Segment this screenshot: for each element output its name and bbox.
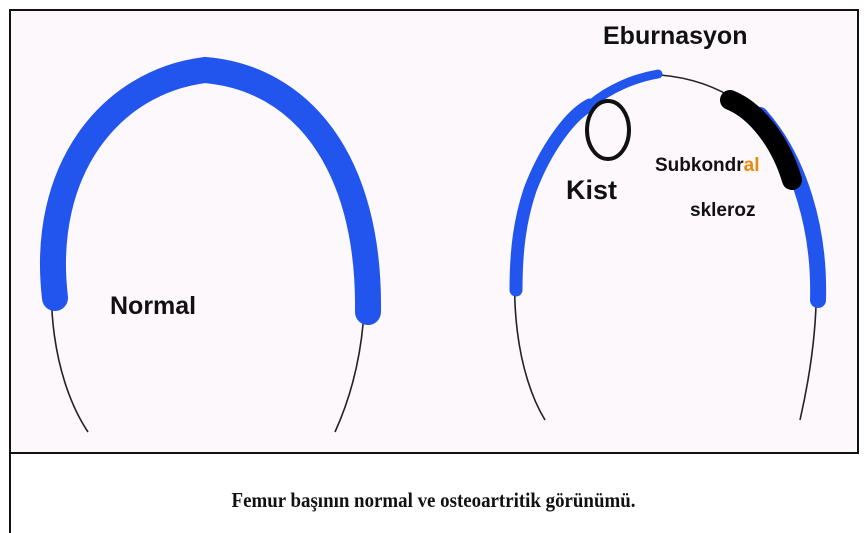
figure-caption: Femur başının normal ve osteoartritik gö… [43, 488, 823, 513]
osteoarthritic-femur-head [515, 74, 818, 420]
kist-label: Kist [566, 175, 617, 206]
oa-cartilage-top [590, 74, 658, 105]
cyst-circle [587, 101, 629, 159]
eburnasyon-label: Eburnasyon [603, 22, 747, 51]
normal-cartilage-layer [53, 70, 368, 312]
skleroz-label: skleroz [690, 200, 755, 222]
normal-femur-head [51, 70, 368, 432]
subkondral-label: Subkondral [655, 155, 760, 177]
subkondral-label-main: Subkondr [655, 155, 744, 176]
subkondral-label-accent: al [744, 155, 760, 176]
normal-label: Normal [110, 292, 196, 321]
